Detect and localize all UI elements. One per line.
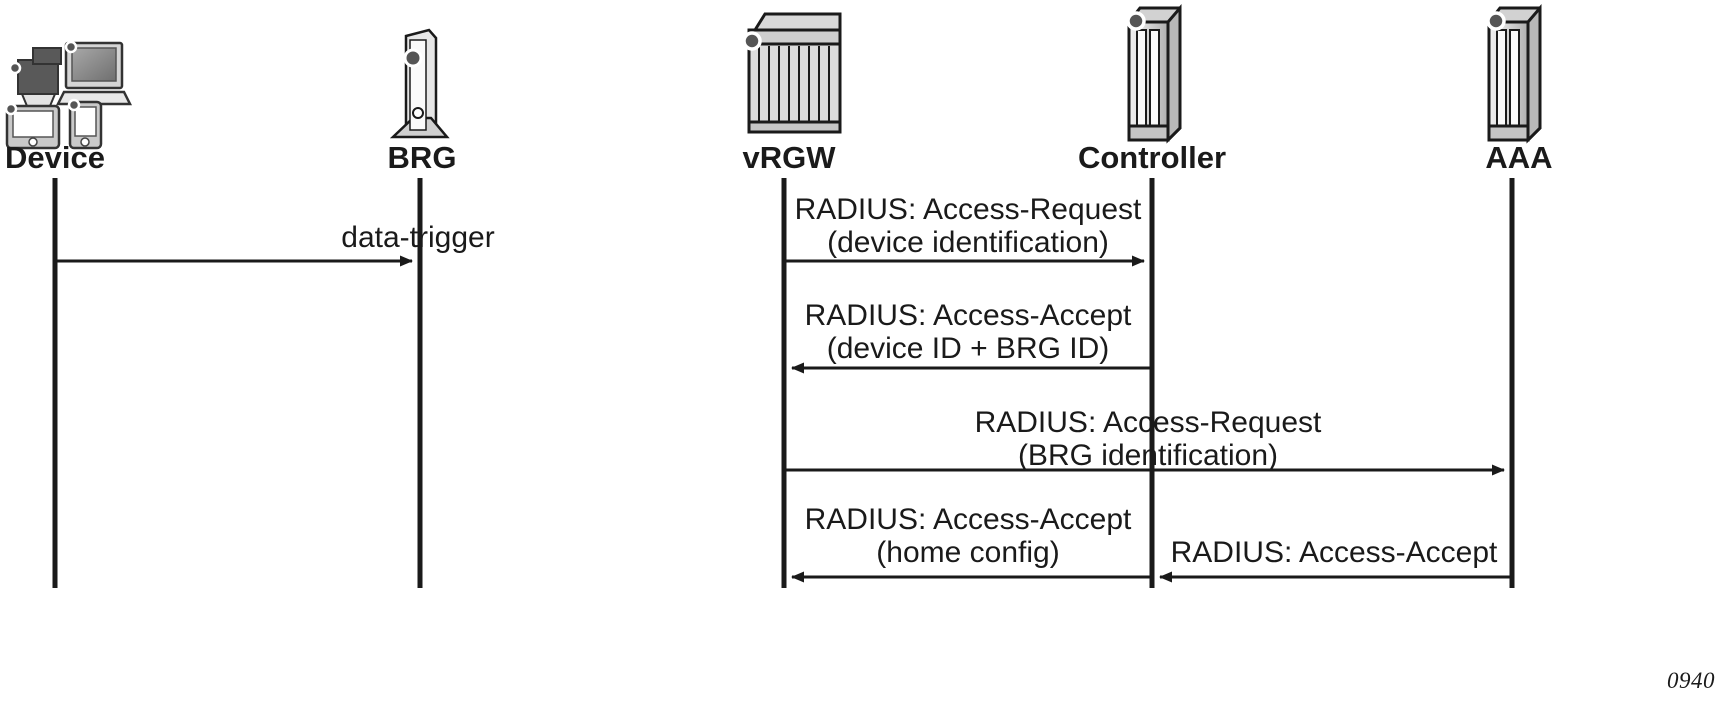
message-label-line: RADIUS: Access-Request (795, 193, 1142, 226)
message-label-line: (device identification) (827, 226, 1109, 259)
message-label-line: (BRG identification) (1018, 439, 1278, 472)
monitor-icon (55, 40, 133, 106)
message-label-access-request-device: RADIUS: Access-Request (device identific… (795, 193, 1142, 259)
message-label-line: data-trigger (341, 221, 494, 254)
actor-label-vrgw: vRGW (743, 140, 837, 175)
phone-icon (67, 98, 103, 150)
actor-icon-aaa (1486, 3, 1542, 144)
message-label-line: (device ID + BRG ID) (827, 332, 1110, 365)
message-label-line: RADIUS: Access-Accept (805, 299, 1132, 332)
actor-label-device: Device (5, 140, 105, 175)
message-label-line: RADIUS: Access-Accept (805, 503, 1132, 536)
actor-icon-vrgw (742, 12, 842, 134)
actor-label-controller: Controller (1078, 140, 1226, 175)
actor-icon-device (4, 40, 133, 150)
printer-icon (8, 47, 62, 107)
message-label-access-request-brg: RADIUS: Access-Request (BRG identificati… (975, 406, 1322, 472)
message-label-line: (home config) (876, 536, 1059, 569)
figure-number: 0940 (1667, 668, 1715, 693)
message-label-access-accept-home-config: RADIUS: Access-Accept (home config) (805, 503, 1132, 569)
message-label-data-trigger: data-trigger (341, 221, 494, 254)
message-label-line: RADIUS: Access-Request (975, 406, 1322, 439)
actor-icon-brg (389, 28, 450, 139)
message-label-access-accept-aaa: RADIUS: Access-Accept (1171, 536, 1498, 569)
tablet-icon (4, 102, 61, 150)
message-label-line: RADIUS: Access-Accept (1171, 536, 1498, 569)
actor-icon-controller (1126, 3, 1182, 144)
actor-label-brg: BRG (388, 140, 457, 175)
message-label-access-accept-device: RADIUS: Access-Accept (device ID + BRG I… (805, 299, 1132, 365)
actor-label-aaa: AAA (1485, 140, 1552, 175)
